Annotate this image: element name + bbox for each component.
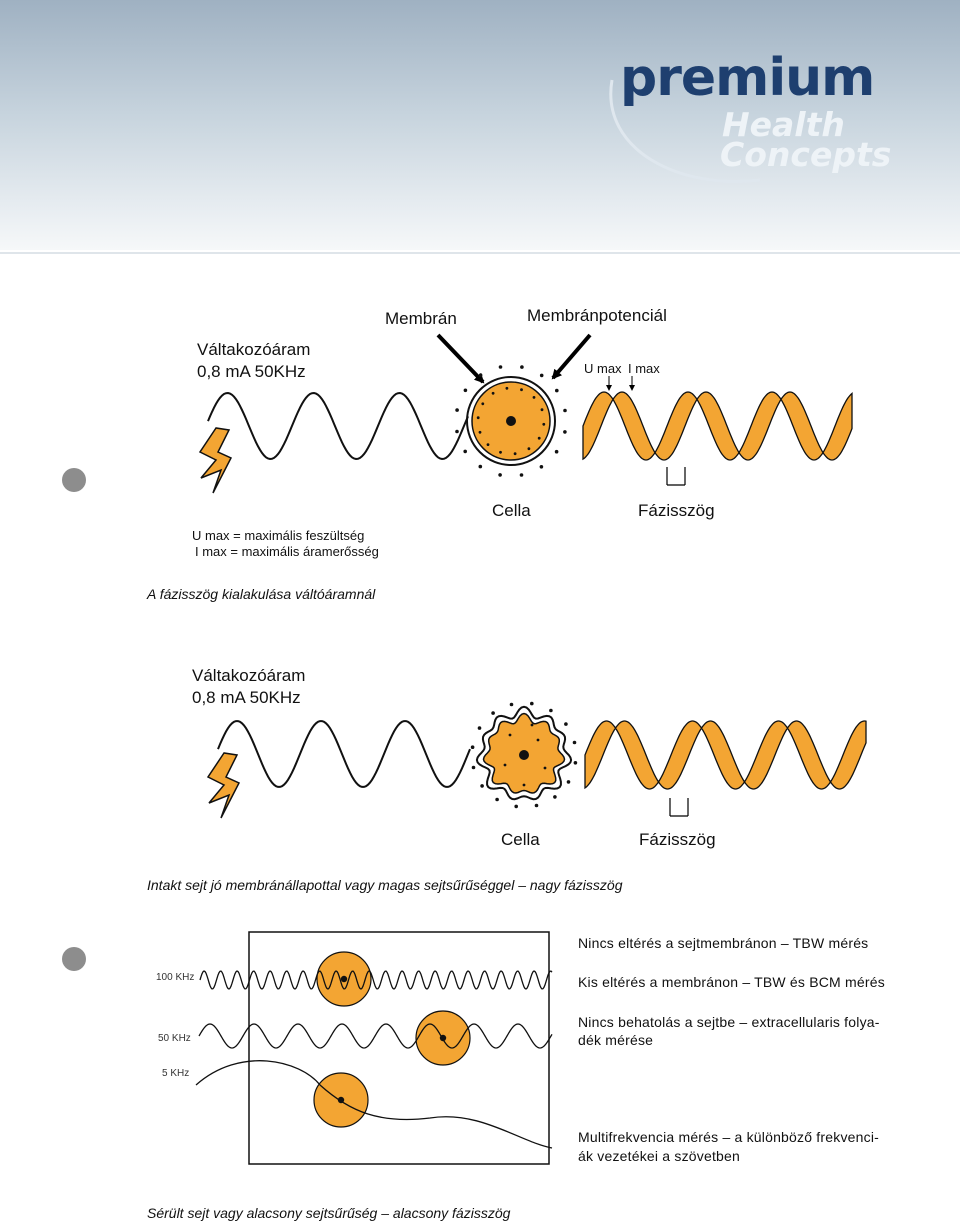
charge-dot <box>495 798 499 802</box>
charge-dot <box>478 726 482 730</box>
charge-dot <box>531 724 534 727</box>
charge-dot <box>477 416 480 419</box>
s1-phase-ribbon <box>583 392 852 460</box>
potential-arrow <box>553 335 590 378</box>
charge-dot <box>555 389 559 393</box>
tissue-cell-1 <box>317 952 371 1006</box>
charge-dot <box>540 465 544 469</box>
charge-dot <box>535 804 539 808</box>
charge-dot <box>542 423 545 426</box>
charge-dot <box>530 702 534 706</box>
charge-dot <box>479 373 483 377</box>
s1-phase-bracket <box>667 467 685 485</box>
charge-dot <box>567 780 571 784</box>
charge-dot <box>564 722 568 726</box>
charge-dot <box>472 766 476 770</box>
charge-dot <box>541 408 544 411</box>
charge-dot <box>563 409 567 413</box>
charge-dot <box>528 447 531 450</box>
s2-phase-bracket <box>670 798 688 816</box>
charge-dot <box>514 452 517 455</box>
charge-dot <box>479 465 483 469</box>
charge-dot <box>573 741 577 745</box>
charge-dot <box>455 408 459 412</box>
charge-dot <box>487 443 490 446</box>
charge-dot <box>498 473 502 477</box>
s2-damaged-cell <box>471 702 577 808</box>
charge-dot <box>510 703 514 707</box>
charge-dot <box>537 739 540 742</box>
wave-100khz <box>200 971 552 989</box>
s1-cell <box>455 365 567 477</box>
charge-dot <box>520 388 523 391</box>
charge-dot <box>553 795 557 799</box>
s1-lightning-icon <box>200 428 231 493</box>
charge-dot <box>538 437 541 440</box>
charge-dot <box>499 451 502 454</box>
ribbon-band <box>585 721 866 789</box>
charge-dot <box>520 473 524 477</box>
charge-dot <box>563 430 567 434</box>
wave-50khz <box>199 1024 552 1048</box>
charge-dot <box>504 764 507 767</box>
charge-dot <box>481 402 484 405</box>
tissue-box <box>249 932 549 1164</box>
charge-dot <box>555 450 559 454</box>
charge-dot <box>540 374 544 378</box>
tissue-cell-3 <box>314 1073 368 1127</box>
charge-dot <box>464 389 468 393</box>
s2-phase-ribbon <box>585 721 866 789</box>
charge-dot <box>463 450 467 454</box>
charge-dot <box>544 767 547 770</box>
charge-dot <box>455 430 459 434</box>
charge-dot <box>471 745 475 749</box>
charge-dot <box>574 761 578 765</box>
charge-dot <box>499 365 503 369</box>
charge-dot <box>549 709 553 713</box>
charge-dot <box>533 396 536 399</box>
ribbon-band <box>583 392 852 460</box>
charge-dot <box>492 392 495 395</box>
charge-dot <box>506 387 509 390</box>
charge-dot <box>480 784 484 788</box>
charge-dot <box>509 734 512 737</box>
charge-dot <box>491 711 495 715</box>
s2-ac-wave <box>218 721 470 787</box>
charge-dot <box>479 431 482 434</box>
charge-dot <box>523 784 526 787</box>
s2-lightning-icon <box>208 753 239 818</box>
membrane-arrow <box>438 335 483 382</box>
charge-dot <box>520 365 524 369</box>
charge-dot <box>514 805 518 809</box>
s1-ac-wave <box>208 393 468 459</box>
